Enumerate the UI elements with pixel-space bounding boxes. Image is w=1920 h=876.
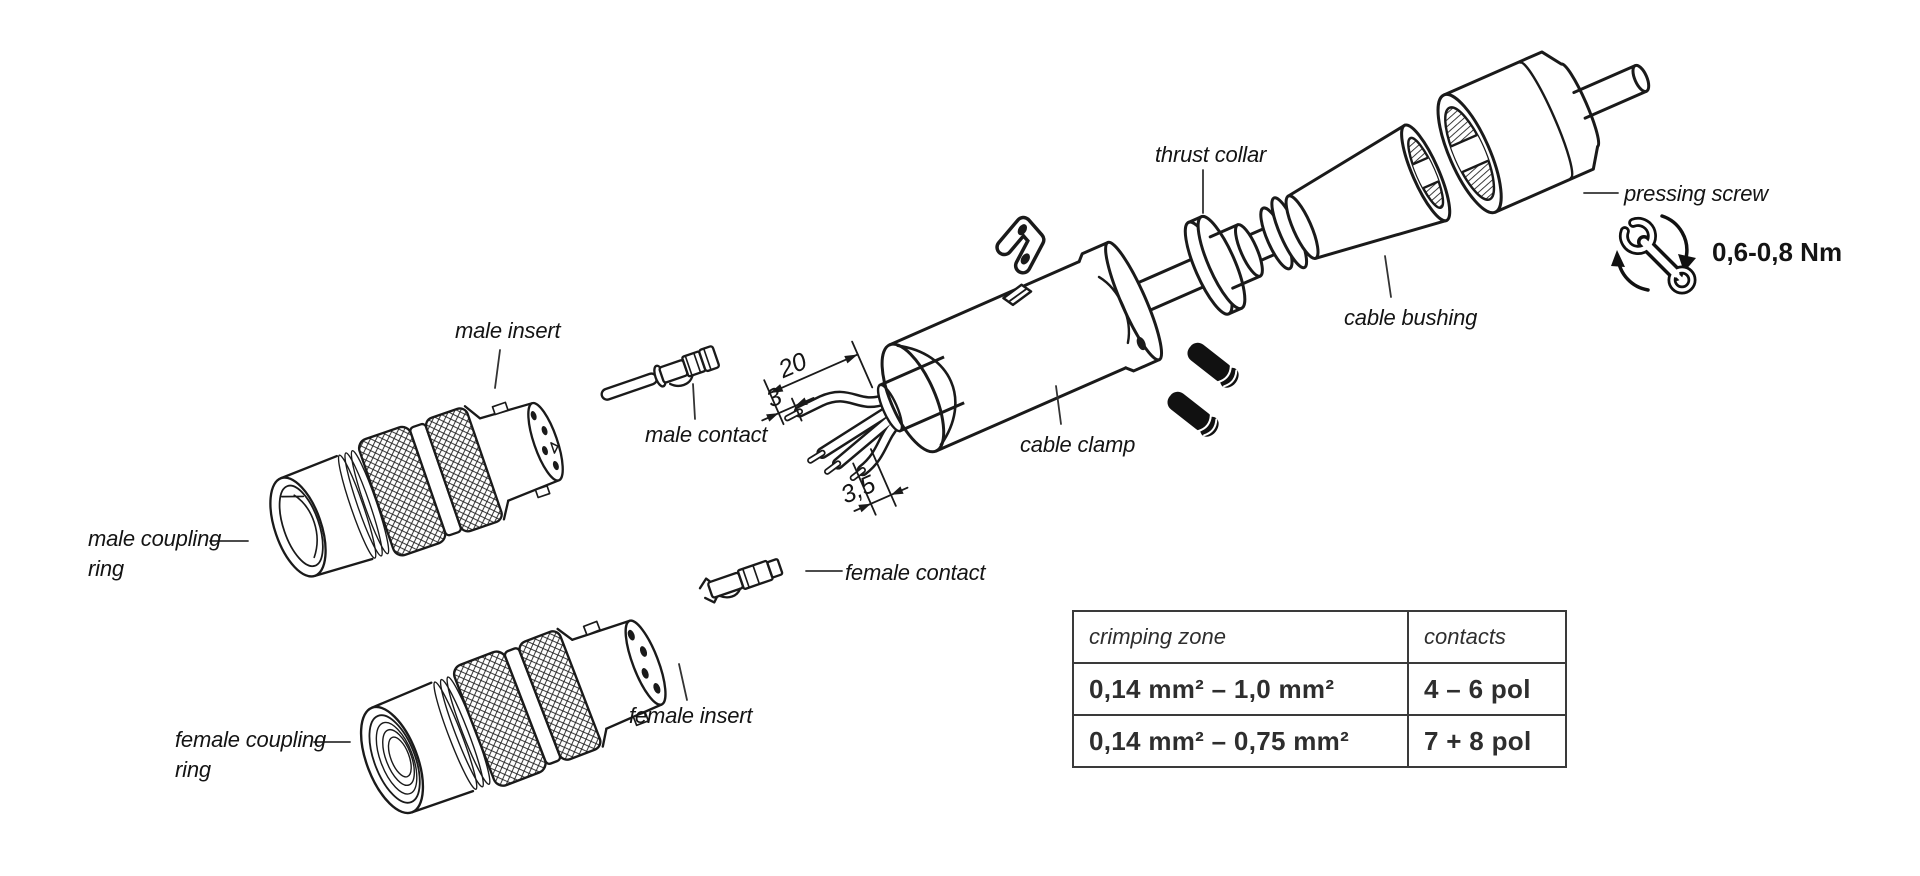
cell-contacts: 7 + 8 pol [1407,714,1567,768]
label-female-coupling-ring-line2: ring [175,757,211,782]
table-row: 0,14 mm² – 1,0 mm² 4 – 6 pol [1072,662,1567,716]
male-connector-drawing [269,401,564,578]
crimping-zone-table: crimping zone contacts 0,14 mm² – 1,0 mm… [1072,610,1567,768]
female-connector-drawing [359,619,667,815]
set-screw-drawing [1167,391,1219,437]
label-female-coupling-ring: female coupling ring [175,725,326,785]
female-contact-drawing [698,558,784,604]
table-row: 0,14 mm² – 0,75 mm² 7 + 8 pol [1072,714,1567,768]
label-male-coupling-ring: male coupling ring [88,524,221,584]
header-contacts: contacts [1407,610,1567,664]
stripped-wires [784,390,902,482]
male-contact-drawing [600,345,720,401]
dim-20: 20 [773,347,811,384]
label-male-coupling-ring-line1: male coupling [88,526,222,551]
label-cable-clamp: cable clamp [1020,432,1136,457]
label-male-insert: male insert [455,318,561,343]
cable-assembly-drawing: 20 3 3,5 [761,50,1651,516]
label-male-contact: male contact [645,422,768,447]
cell-crimping-zone: 0,14 mm² – 1,0 mm² [1072,662,1409,716]
thrust-collar-drawing [1183,214,1264,316]
dimension-lines: 20 3 3,5 [761,340,909,516]
set-screw-drawing [1187,342,1239,388]
label-female-contact: female contact [845,560,986,585]
cable-bushing-drawing [1259,123,1452,271]
wrench-rotation-icon [1611,214,1697,295]
label-female-coupling-ring-line1: female coupling [175,727,327,752]
cable-clamp-drawing [880,240,1164,454]
label-cable-bushing: cable bushing [1344,305,1478,330]
leader-lines [209,169,1619,743]
cell-crimping-zone: 0,14 mm² – 0,75 mm² [1072,714,1409,768]
label-female-insert: female insert [629,703,753,728]
label-thrust-collar: thrust collar [1155,142,1267,167]
label-pressing-screw: pressing screw [1624,181,1768,206]
label-male-coupling-ring-line2: ring [88,556,124,581]
pressing-screw-drawing [1435,50,1651,215]
header-crimping-zone: crimping zone [1072,610,1409,664]
table-header-row: crimping zone contacts [1072,610,1567,664]
clamp-bracket-drawing [995,215,1046,275]
cell-contacts: 4 – 6 pol [1407,662,1567,716]
torque-spec-value: 0,6-0,8 Nm [1712,237,1843,267]
